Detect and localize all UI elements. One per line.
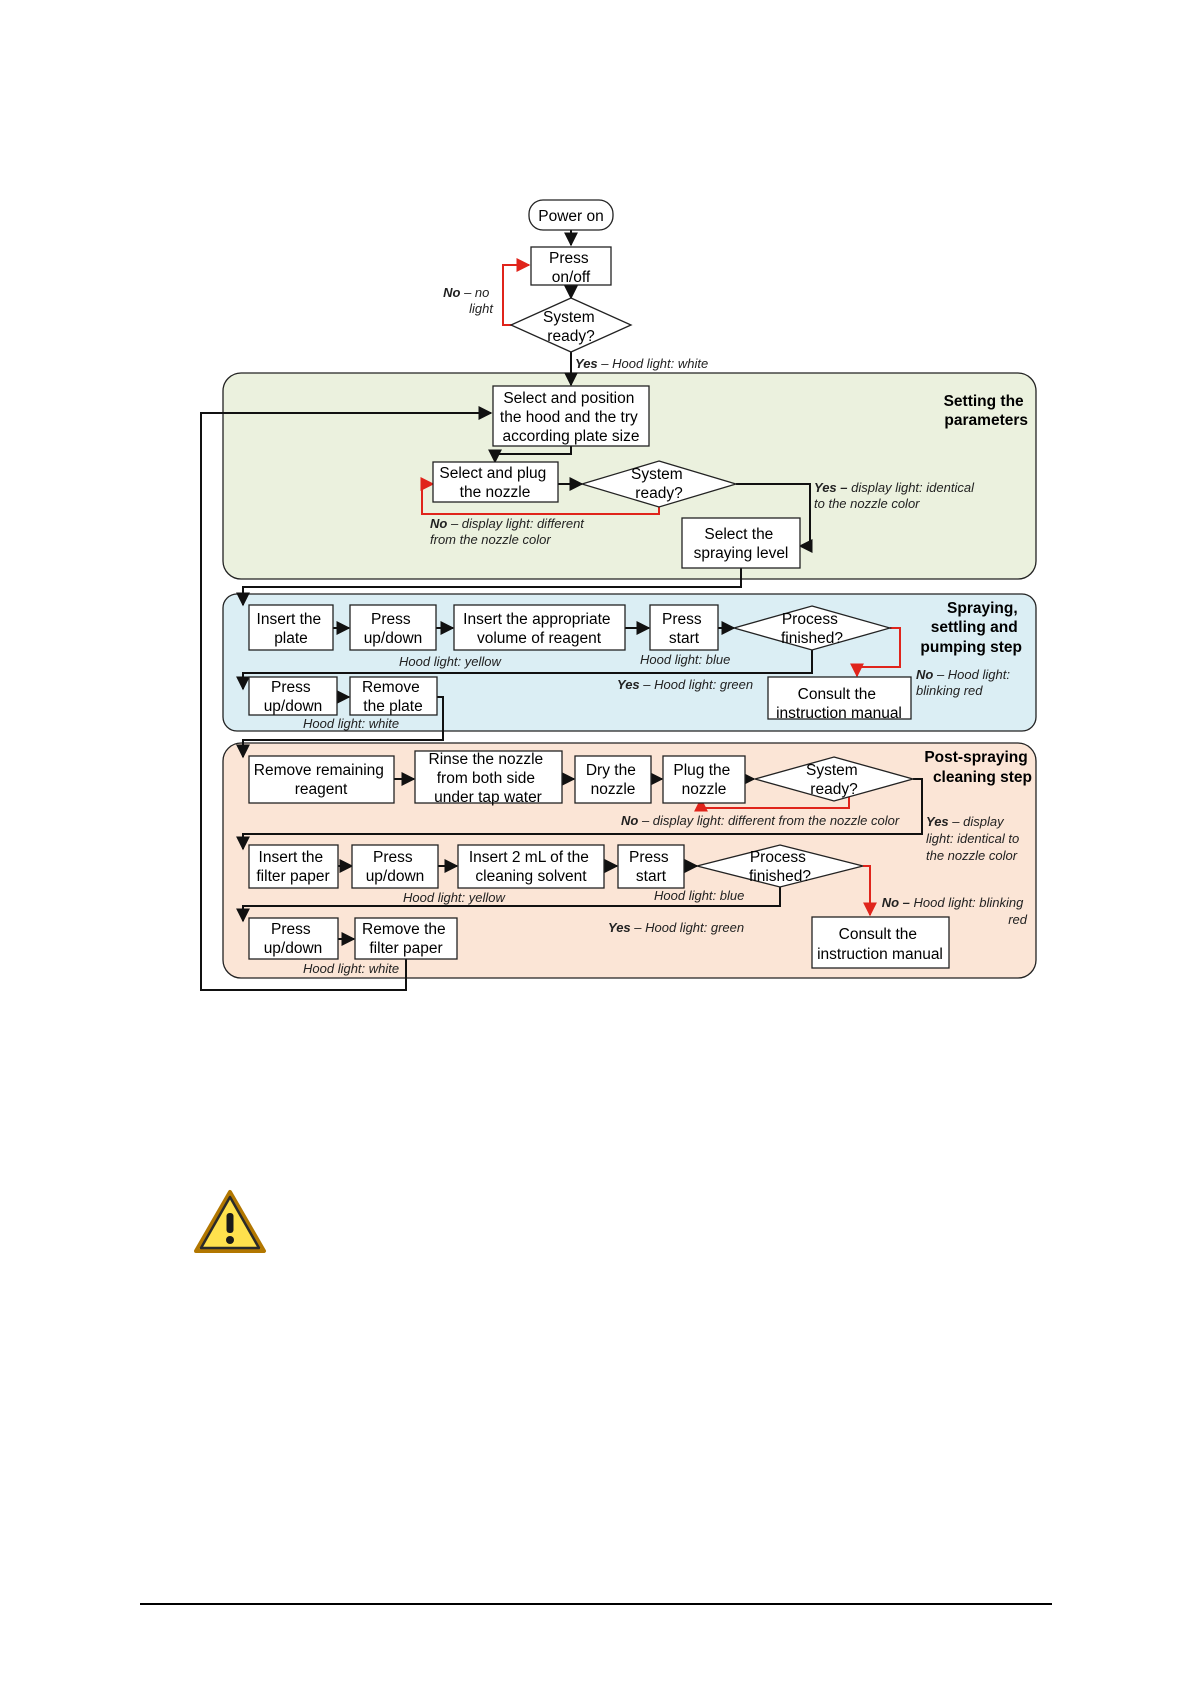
node-select-position — [492, 385, 650, 447]
arrow-loop-back — [200, 406, 493, 991]
node-consult-manual-1 — [767, 676, 912, 720]
node-dry-nozzle — [574, 755, 652, 804]
node-remove-plate-label: Remove the plate — [362, 679, 424, 715]
annotation-hood-white-1: Hood light: white — [303, 716, 399, 731]
decision-system-ready-2 — [579, 460, 739, 508]
node-plug-nozzle — [662, 755, 746, 804]
node-remove-filter-label: Remove the filter paper — [362, 921, 450, 957]
node-power-on — [528, 199, 614, 231]
node-consult-manual-2-label: Consult the instruction manual — [817, 926, 943, 963]
node-select-plug — [432, 461, 559, 503]
node-remove-reagent — [248, 755, 395, 804]
annotation-no-nolight: No – no light — [443, 285, 494, 316]
arrow-no-blinking-2 — [863, 865, 877, 917]
annotation-yes-green-2: Yes – Hood light: green — [608, 920, 744, 935]
annotation-no-blinking-2: No – Hood light: blinking red — [882, 895, 1028, 927]
annotation-yes-identical-2: Yes – display light: identical to the no… — [926, 814, 1023, 863]
decision-system-ready-1-label: System ready? — [543, 309, 599, 345]
section-title-spraying: Spraying, settling and pumping step — [920, 600, 1022, 656]
arrow-select-to-plug — [488, 446, 572, 464]
decision-process-finished-2 — [696, 844, 864, 888]
node-press-updown-4-label: Press up/down — [264, 921, 323, 957]
annotation-yes-identical-1: Yes – display light: identical to the no… — [814, 480, 978, 511]
section-title-setting: Setting the parameters — [944, 393, 1028, 429]
section-spraying-panel — [222, 593, 1037, 732]
node-remove-filter — [354, 917, 458, 960]
node-press-start-1 — [649, 604, 719, 651]
annotation-no-blinking-1: No – Hood light: blinking red — [916, 667, 1014, 698]
arrow-ready-yes-to-spraying — [736, 483, 813, 553]
node-select-position-label: Select and position the hood and the try… — [500, 390, 642, 445]
node-insert-plate-label: Insert the plate — [257, 611, 326, 647]
node-press-updown-4 — [248, 917, 339, 960]
node-press-start-1-label: Press start — [662, 611, 706, 647]
node-press-updown-2-label: Press up/down — [264, 679, 323, 715]
arrow-finished-yes — [236, 648, 813, 691]
node-insert-volume — [453, 604, 626, 651]
node-insert-volume-label: Insert the appropriate volume of reagent — [463, 611, 615, 647]
annotation-yes-white: Yes – Hood light: white — [575, 356, 708, 371]
decision-process-finished-1-label: Process finished? — [781, 611, 843, 647]
warning-triangle-icon — [194, 1190, 266, 1253]
annotation-hood-yellow-1: Hood light: yellow — [399, 654, 502, 669]
annotation-no-different-1: No – display light: different from the n… — [430, 516, 588, 547]
node-press-onoff-label: Press on/off — [549, 250, 593, 286]
node-rinse-nozzle — [414, 750, 563, 804]
node-insert-plate — [248, 604, 334, 651]
section-title-cleaning: Post-spraying cleaning step — [924, 749, 1032, 786]
annotation-yes-green-1: Yes – Hood light: green — [617, 677, 753, 692]
decision-process-finished-2-label: Process finished? — [749, 849, 811, 885]
node-insert-solvent — [457, 844, 605, 889]
decision-system-ready-3-label: System ready? — [806, 762, 862, 798]
node-press-updown-2 — [248, 676, 338, 716]
node-insert-solvent-label: Insert 2 mL of the cleaning solvent — [469, 849, 593, 885]
node-press-onoff — [530, 246, 612, 286]
node-dry-nozzle-label: Dry the nozzle — [586, 762, 640, 798]
arrow-no-nolight — [502, 258, 533, 326]
node-consult-manual-2 — [811, 916, 950, 969]
node-plug-nozzle-label: Plug the nozzle — [673, 762, 734, 798]
node-select-spraying-label: Select the spraying level — [694, 526, 789, 562]
annotation-no-different-2: No – display light: different from the n… — [621, 813, 900, 828]
node-remove-plate — [349, 676, 438, 716]
arrow-spraying-to-insert-plate — [236, 568, 742, 607]
node-press-start-2 — [617, 844, 685, 889]
node-remove-reagent-label: Remove remaining reagent — [254, 762, 388, 798]
decision-system-ready-3 — [752, 756, 916, 802]
annotation-hood-white-2: Hood light: white — [303, 961, 399, 976]
node-press-updown-1 — [349, 604, 437, 651]
annotation-hood-yellow-2: Hood light: yellow — [403, 890, 506, 905]
node-power-on-label: Power on — [538, 208, 603, 225]
node-press-updown-3-label: Press up/down — [366, 849, 425, 885]
decision-system-ready-2-label: System ready? — [631, 466, 687, 502]
node-select-plug-label: Select and plug the nozzle — [439, 465, 550, 501]
arrow-ready-yes-to-filter — [236, 778, 923, 851]
node-press-updown-1-label: Press up/down — [364, 611, 423, 647]
annotation-hood-blue-1: Hood light: blue — [640, 652, 730, 667]
decision-process-finished-1 — [731, 605, 893, 651]
arrow-no-different-1 — [420, 477, 660, 515]
node-consult-manual-1-label: Consult the instruction manual — [776, 686, 902, 722]
arrow-no-blinking-1 — [850, 627, 901, 678]
arrow-remove-plate-to-cleaning — [236, 696, 444, 759]
node-rinse-nozzle-label: Rinse the nozzle from both side under ta… — [429, 751, 548, 806]
node-insert-filter-label: Insert the filter paper — [256, 849, 329, 885]
annotation-hood-blue-2: Hood light: blue — [654, 888, 744, 903]
node-select-spraying — [681, 517, 801, 569]
node-insert-filter — [248, 844, 339, 889]
footer-rule — [140, 1603, 1052, 1605]
decision-system-ready-1 — [509, 297, 633, 353]
node-press-updown-3 — [351, 844, 439, 889]
node-press-start-2-label: Press start — [629, 849, 673, 885]
arrow-finished2-yes — [236, 886, 781, 923]
